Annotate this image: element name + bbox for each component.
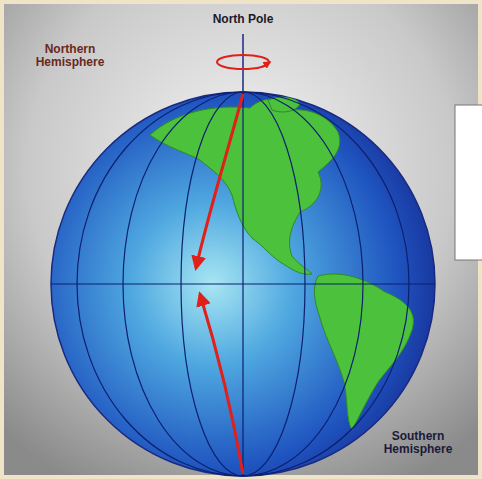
- background: [4, 4, 478, 475]
- hemisphere-label: Northern Hemisphere: [22, 43, 118, 69]
- greenland: [268, 97, 300, 112]
- hemisphere-label: Southern Hemisphere: [358, 430, 478, 456]
- deflection-arrow: [196, 94, 243, 268]
- globe: [51, 92, 435, 476]
- deflection-arrow: [200, 294, 243, 474]
- rotation-arrow: [217, 55, 269, 69]
- rotation-arrowhead: [262, 62, 270, 67]
- text-panel: [455, 105, 482, 260]
- graticule: [51, 92, 435, 476]
- pole-label: North Pole: [193, 13, 293, 26]
- axis: [242, 34, 244, 92]
